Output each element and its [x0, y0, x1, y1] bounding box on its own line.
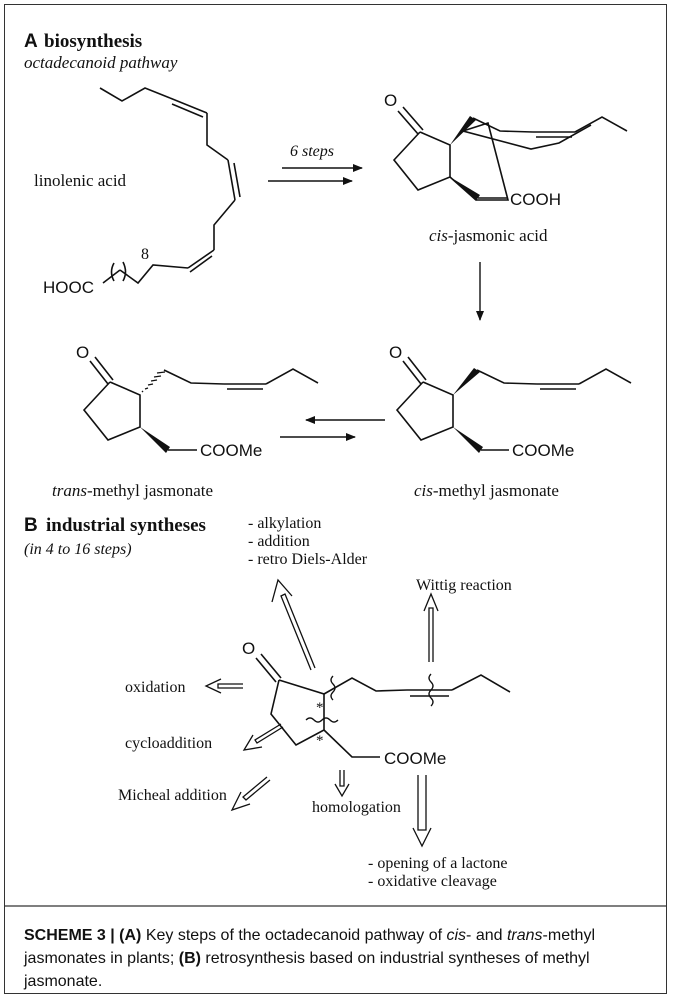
micheal-addition-label: Micheal addition [118, 787, 227, 804]
coome-group: COOMe [200, 441, 262, 460]
cis-methyl-jasmonate-label: cis-methyl jasmonate [414, 481, 559, 500]
hooc-group: HOOC [43, 278, 94, 297]
method-oxidative-cleavage: - oxidative cleavage [368, 873, 497, 890]
coome-group: COOMe [384, 749, 446, 768]
trans-methyl-jasmonate-structure [82, 356, 319, 451]
cooh-group: COOH [510, 190, 561, 209]
ketone-oxygen: O [384, 91, 397, 110]
wedge-bond [140, 427, 170, 453]
section-b-title: industrial syntheses [46, 515, 206, 536]
section-a-subtitle: octadecanoid pathway [24, 53, 178, 72]
disconnection-marks [305, 673, 434, 723]
wedge-bond [450, 116, 476, 145]
cis-jasmonic-acid-label: cis-jasmonic acid [429, 226, 548, 245]
oxidation-label: oxidation [125, 679, 185, 696]
position-label: 8 [141, 246, 149, 263]
linolenic-acid-structure [99, 87, 241, 285]
section-a-letter: A [24, 31, 38, 52]
ketone-oxygen: O [242, 639, 255, 658]
cis-methyl-jasmonate-structure [395, 356, 632, 451]
ketone-oxygen: O [76, 343, 89, 362]
cycloaddition-label: cycloaddition [125, 735, 212, 752]
method-addition: - addition [248, 533, 310, 550]
wedge-bond [453, 427, 483, 453]
steps-label: 6 steps [290, 143, 334, 160]
section-b-letter: B [24, 515, 38, 536]
ketone-oxygen: O [389, 343, 402, 362]
stereo-mark: * [316, 733, 324, 749]
figure-caption: SCHEME 3 | (A) Key steps of the octadeca… [24, 927, 595, 990]
section-b-subtitle: (in 4 to 16 steps) [24, 541, 132, 558]
section-a-title: biosynthesis [44, 31, 142, 52]
wedge-bond [450, 177, 480, 201]
wedge-bond [453, 368, 480, 395]
cis-jasmonic-acid-structure [392, 106, 592, 201]
retro-arrows [204, 578, 439, 848]
wittig-label: Wittig reaction [416, 577, 512, 594]
method-opening-lactone: - opening of a lactone [368, 855, 508, 872]
linolenic-acid-label: linolenic acid [34, 171, 127, 190]
method-alkylation: - alkylation [248, 515, 321, 532]
methyl-jasmonate-retro-structure [255, 653, 511, 758]
homologation-label: homologation [312, 799, 401, 816]
trans-methyl-jasmonate-label: trans-methyl jasmonate [52, 481, 213, 500]
stereo-mark: * [316, 700, 324, 716]
figure-frame [4, 4, 667, 994]
hashed-bond [141, 371, 166, 393]
coome-group: COOMe [512, 441, 574, 460]
method-retro-diels-alder: - retro Diels-Alder [248, 551, 368, 568]
